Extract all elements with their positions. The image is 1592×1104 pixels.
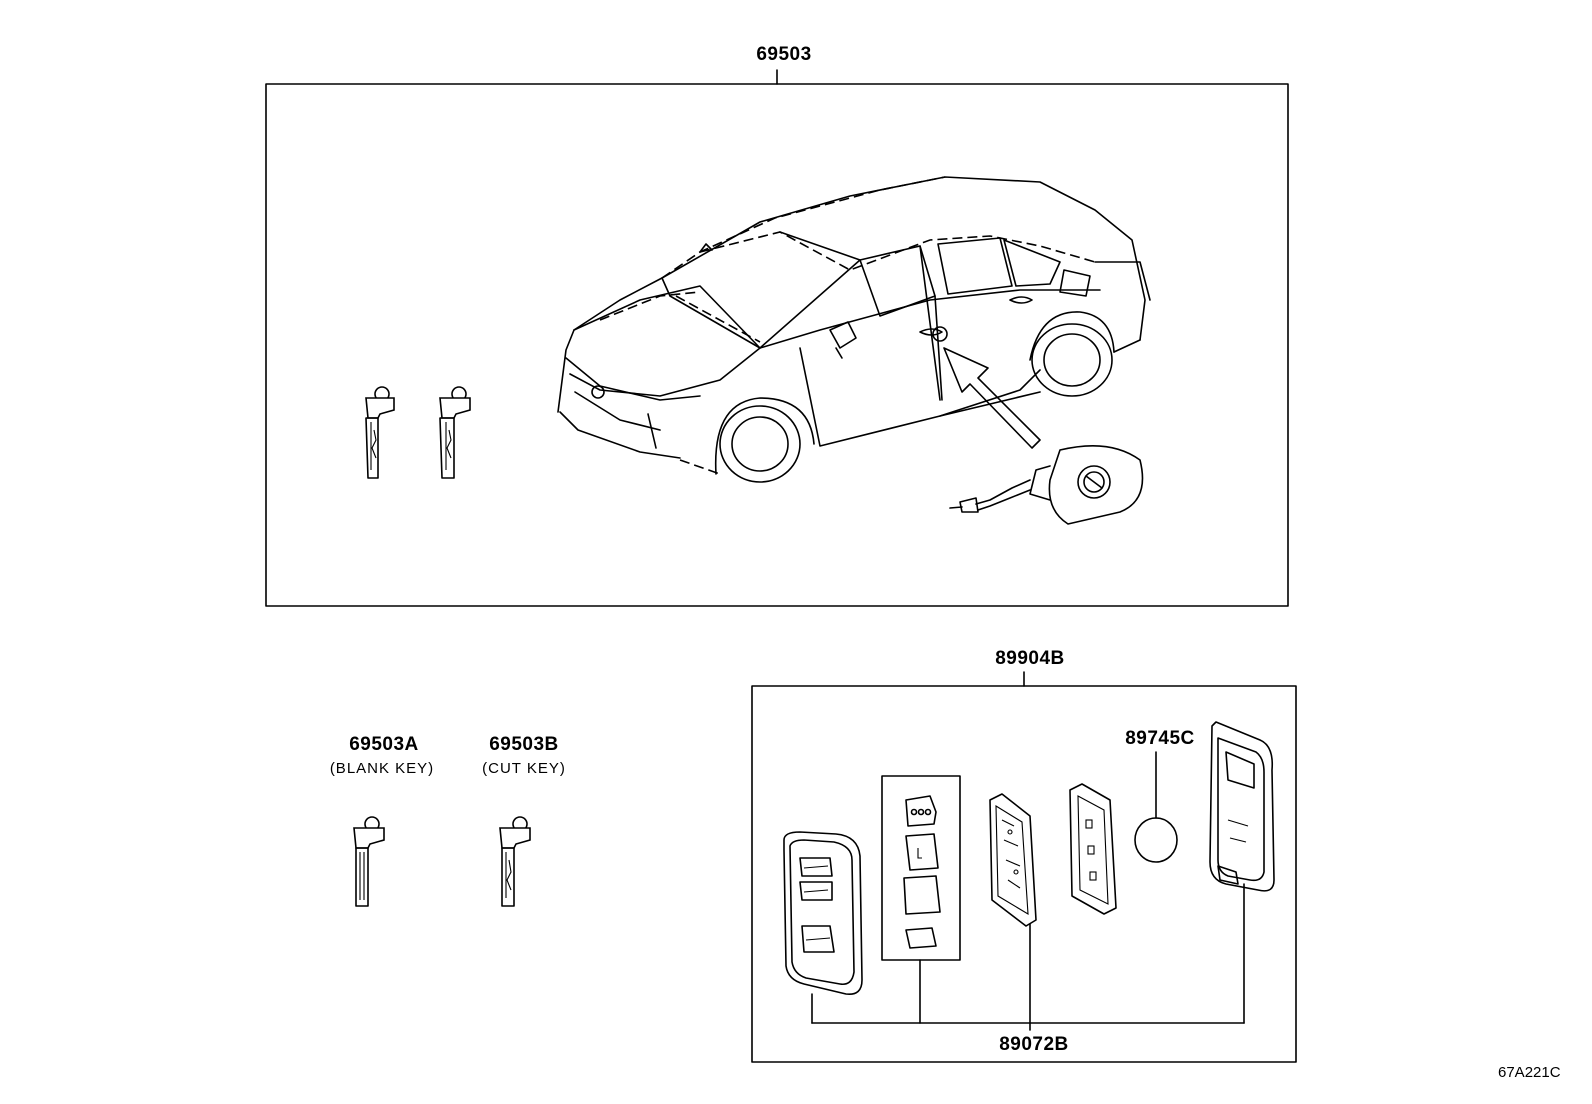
key-blade-right <box>439 386 471 479</box>
blank-key-drawing <box>353 816 385 907</box>
label-89745c: 89745C <box>1125 728 1195 749</box>
battery <box>1134 751 1178 863</box>
figure-code: 67A221C <box>1498 1064 1561 1081</box>
label-69503a: 69503A <box>349 734 419 755</box>
circuit-board <box>989 793 1037 927</box>
car-illustration <box>557 176 1151 483</box>
leader-lines-89072B <box>811 883 1245 1031</box>
button-set <box>881 775 961 961</box>
cut-key-drawing <box>499 816 531 907</box>
transmitter-kit-box <box>751 671 1297 1063</box>
inner-frame <box>1069 783 1117 915</box>
key-blade-left <box>365 386 395 479</box>
fob-front-case <box>783 831 863 996</box>
label-89904b: 89904B <box>995 648 1065 669</box>
door-lock-cylinder <box>949 445 1144 525</box>
main-kit-box <box>265 69 1289 607</box>
label-69503b: 69503B <box>489 734 559 755</box>
note-blank-key: (BLANK KEY) <box>329 760 435 777</box>
door-lock-callout <box>943 347 1041 449</box>
label-89072b: 89072B <box>999 1034 1069 1055</box>
label-69503: 69503 <box>756 44 812 65</box>
fob-rear-case <box>1209 721 1275 892</box>
note-cut-key: (CUT KEY) <box>482 760 566 777</box>
